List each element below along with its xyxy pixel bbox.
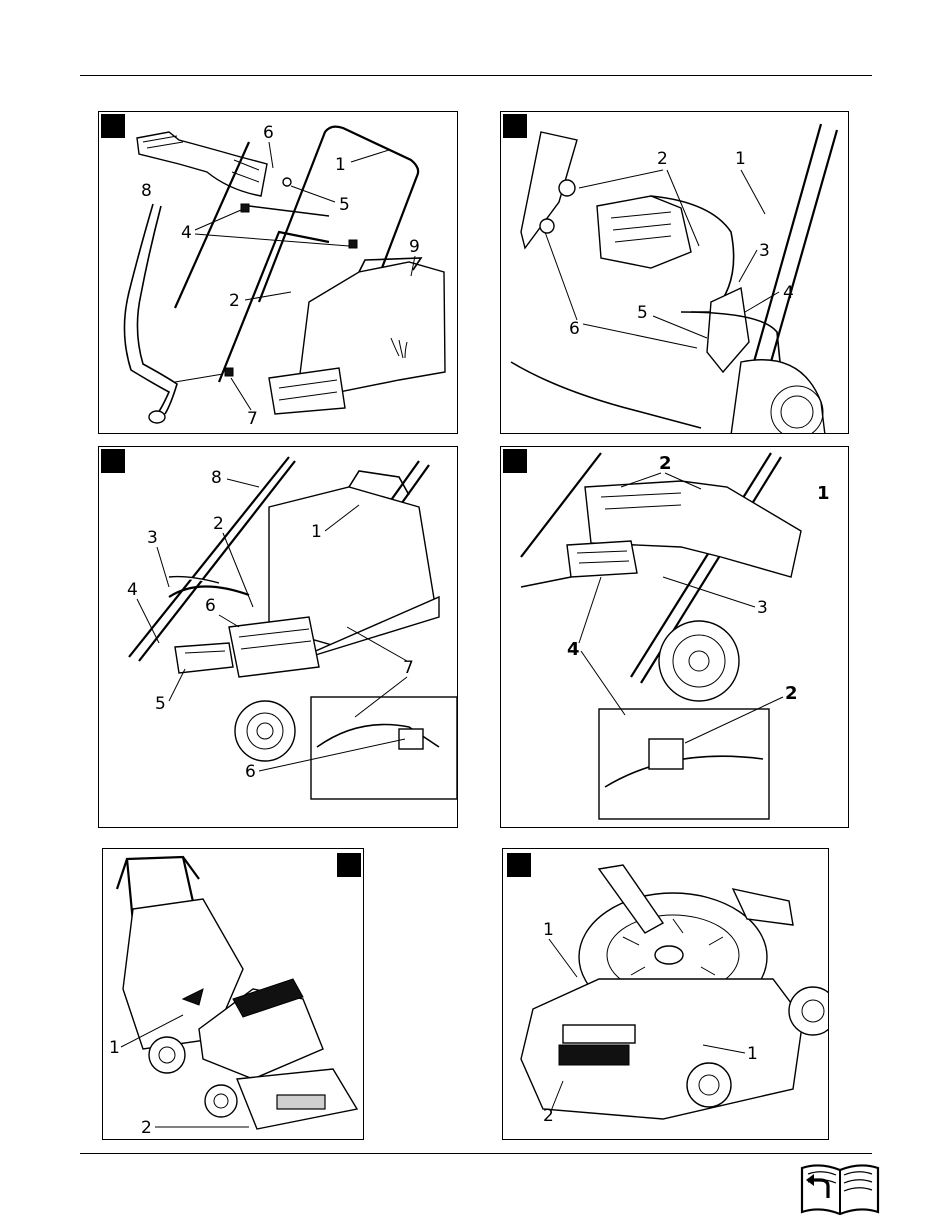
callout-label: 3: [147, 528, 158, 548]
figure-panel-2: 2 1 3 4 5 6: [500, 111, 849, 434]
book-icon: [800, 1160, 880, 1216]
callout-label: 3: [757, 598, 768, 618]
callout-label: 4: [783, 283, 794, 303]
callout-label: 1: [311, 522, 322, 542]
top-rule: [80, 75, 872, 76]
callout-label: 6: [263, 123, 274, 143]
callout-label: 8: [211, 468, 222, 488]
bottom-rule: [80, 1153, 872, 1154]
callout-label: 2: [141, 1118, 152, 1138]
assembled-blower-left-view: 1 2: [103, 849, 364, 1140]
callout-label: 2: [659, 453, 672, 474]
callout-label: 9: [409, 237, 420, 257]
chute-mount-drawing: 2 1 3 4 5 6: [501, 112, 849, 434]
callout-label: 1: [735, 149, 746, 169]
callout-label: 3: [759, 241, 770, 261]
figure-panel-6: 1 1 2: [502, 848, 829, 1140]
callout-label: 6: [245, 762, 256, 782]
figure-panel-3: 8 1 2 3 4 6 5 7 6: [98, 446, 458, 828]
callout-label: 2: [229, 291, 240, 311]
callout-label: 4: [181, 223, 192, 243]
handle-assembly-drawing: 6 1 8 5 4 9 2 7: [99, 112, 458, 434]
callout-label: 1: [747, 1044, 758, 1064]
figure-panel-4: 2 1 3 4 2: [500, 446, 849, 828]
callout-label: 8: [141, 181, 152, 201]
callout-label: 2: [657, 149, 668, 169]
callout-label: 1: [817, 483, 830, 504]
figure-panel-5: 1 2: [102, 848, 364, 1140]
callout-label: 7: [403, 658, 414, 678]
callout-label: 5: [637, 303, 648, 323]
callout-label: 2: [213, 514, 224, 534]
callout-label: 4: [127, 580, 138, 600]
callout-label: 1: [335, 155, 346, 175]
callout-label: 2: [785, 683, 798, 704]
chute-connection-drawing: 2 1 3 4 2: [501, 447, 849, 828]
callout-label: 6: [569, 319, 580, 339]
callout-label: 7: [247, 409, 258, 429]
figure-panel-1: 6 1 8 5 4 9 2 7: [98, 111, 458, 434]
bag-and-handle-fitting-drawing: 8 1 2 3 4 6 5 7 6: [99, 447, 458, 828]
callout-label: 5: [155, 694, 166, 714]
callout-label: 5: [339, 195, 350, 215]
callout-label: 1: [109, 1038, 120, 1058]
callout-label: 1: [543, 920, 554, 940]
assembled-blower-right-view: 1 1 2: [503, 849, 829, 1140]
callout-label: 4: [567, 639, 580, 660]
callout-label: 6: [205, 596, 216, 616]
